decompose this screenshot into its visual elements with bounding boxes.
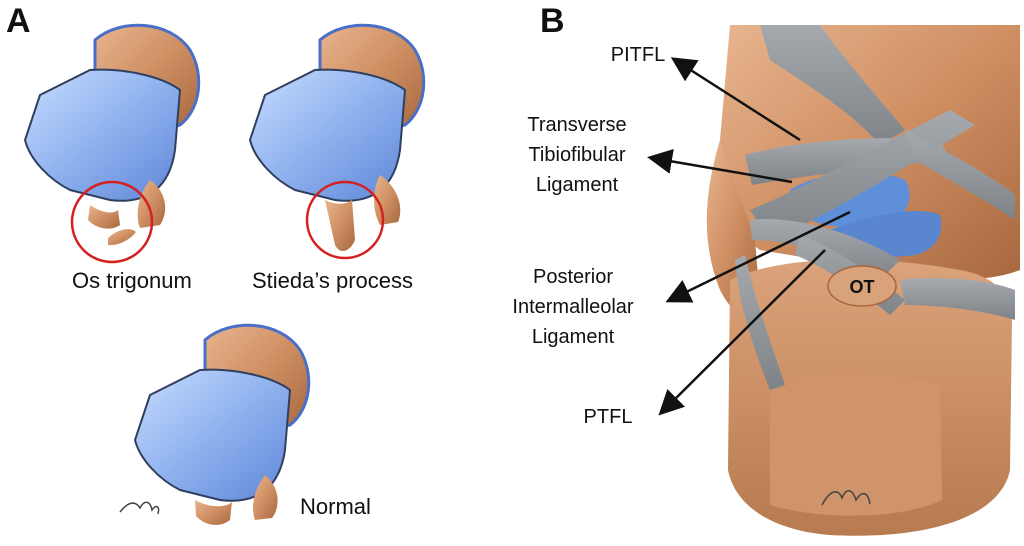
panel-b-letter: B bbox=[540, 2, 565, 40]
label-line: Tibiofibular bbox=[528, 144, 626, 166]
talus-os-trigonum bbox=[23, 23, 201, 264]
arrow-posterior-intermalleolar bbox=[665, 210, 851, 303]
artist-signature-a bbox=[119, 501, 160, 515]
talus-normal bbox=[119, 323, 311, 525]
ot-label: OT bbox=[850, 277, 875, 297]
talus-stiedas-process bbox=[248, 23, 426, 260]
label-posterior-intermalleolar-ligament: Posterior Intermalleolar Ligament bbox=[478, 262, 668, 352]
highlight-circle-os-trigonum bbox=[70, 180, 154, 264]
highlight-circle-stiedas bbox=[305, 180, 385, 260]
label-ptfl: PTFL bbox=[583, 406, 633, 428]
panel-a-letter: A bbox=[6, 2, 31, 40]
ankle-posterior-view: OT bbox=[706, 25, 1020, 536]
caption-os-trigonum: Os trigonum bbox=[72, 268, 192, 293]
label-transverse-tibiofibular-ligament: Transverse Tibiofibular Ligament bbox=[492, 110, 662, 200]
os-trigonum-ossicle bbox=[827, 265, 897, 307]
label-line: Ligament bbox=[531, 326, 615, 348]
label-line: Transverse bbox=[527, 114, 627, 136]
arrow-transverse bbox=[647, 149, 793, 184]
label-line: Ligament bbox=[535, 174, 619, 196]
label-line: Intermalleolar bbox=[512, 296, 634, 318]
caption-normal: Normal bbox=[300, 494, 371, 519]
label-pitfl: PITFL bbox=[610, 44, 666, 66]
artist-signature-b bbox=[821, 490, 871, 506]
label-line: Posterior bbox=[532, 266, 614, 288]
caption-stiedas-process: Stieda’s process bbox=[252, 268, 414, 293]
arrow-pitfl bbox=[670, 57, 801, 142]
arrow-ptfl bbox=[658, 249, 826, 416]
